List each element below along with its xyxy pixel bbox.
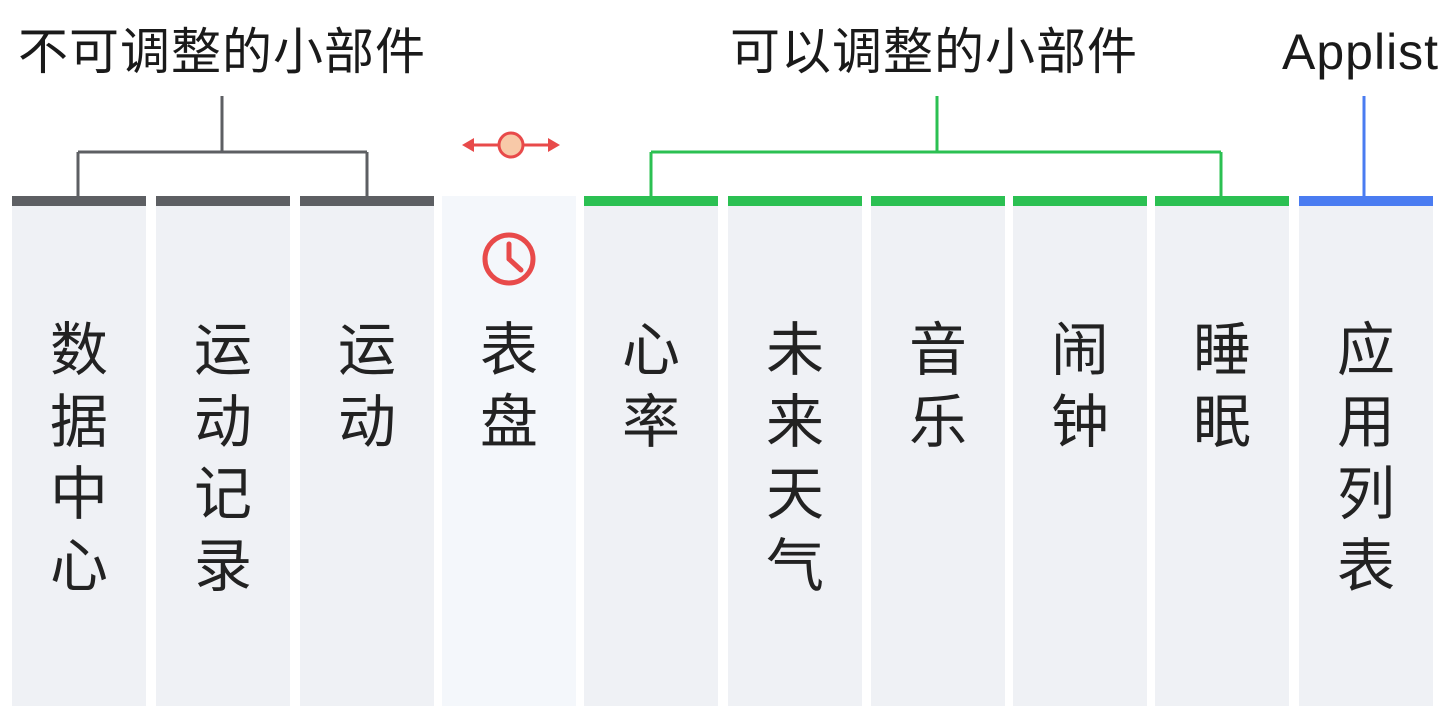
column-music: 音乐 (871, 196, 1005, 706)
adjustable-bar (1013, 196, 1147, 206)
column-app-list: 应用列表 (1299, 196, 1433, 706)
column-workout-record: 运动记录 (156, 196, 290, 706)
fixed-widgets-label: 不可调整的小部件 (18, 23, 426, 81)
column-heart-rate: 心率 (584, 196, 718, 706)
column-label: 闹钟 (1050, 316, 1109, 456)
horizontal-drag-icon (462, 131, 560, 159)
column-label: 数据中心 (49, 316, 108, 600)
column-sleep: 睡眠 (1155, 196, 1289, 706)
column-label: 睡眠 (1192, 316, 1251, 456)
column-label: 表盘 (479, 316, 538, 456)
column-label: 未来天气 (765, 316, 824, 600)
adjustable-bar (728, 196, 862, 206)
column-label: 运动记录 (193, 316, 252, 600)
adjustable-group-bracket (649, 96, 1223, 196)
adjustable-bar (1155, 196, 1289, 206)
column-watch-face: 表盘 (442, 196, 576, 706)
fixed-bar (156, 196, 290, 206)
column-weather: 未来天气 (728, 196, 862, 706)
column-workout: 运动 (300, 196, 434, 706)
column-label: 运动 (337, 316, 396, 456)
fixed-group-bracket (76, 96, 369, 196)
fixed-bar (12, 196, 146, 206)
adjustable-bar (584, 196, 718, 206)
column-label: 音乐 (908, 316, 967, 456)
column-label: 心率 (621, 316, 680, 456)
fixed-bar (300, 196, 434, 206)
column-label: 应用列表 (1336, 316, 1395, 600)
column-data-center: 数据中心 (12, 196, 146, 706)
adjustable-bar (871, 196, 1005, 206)
column-alarm: 闹钟 (1013, 196, 1147, 706)
applist-bar (1299, 196, 1433, 206)
applist-label: Applist (1282, 24, 1440, 80)
adjustable-widgets-label: 可以调整的小部件 (730, 23, 1138, 81)
